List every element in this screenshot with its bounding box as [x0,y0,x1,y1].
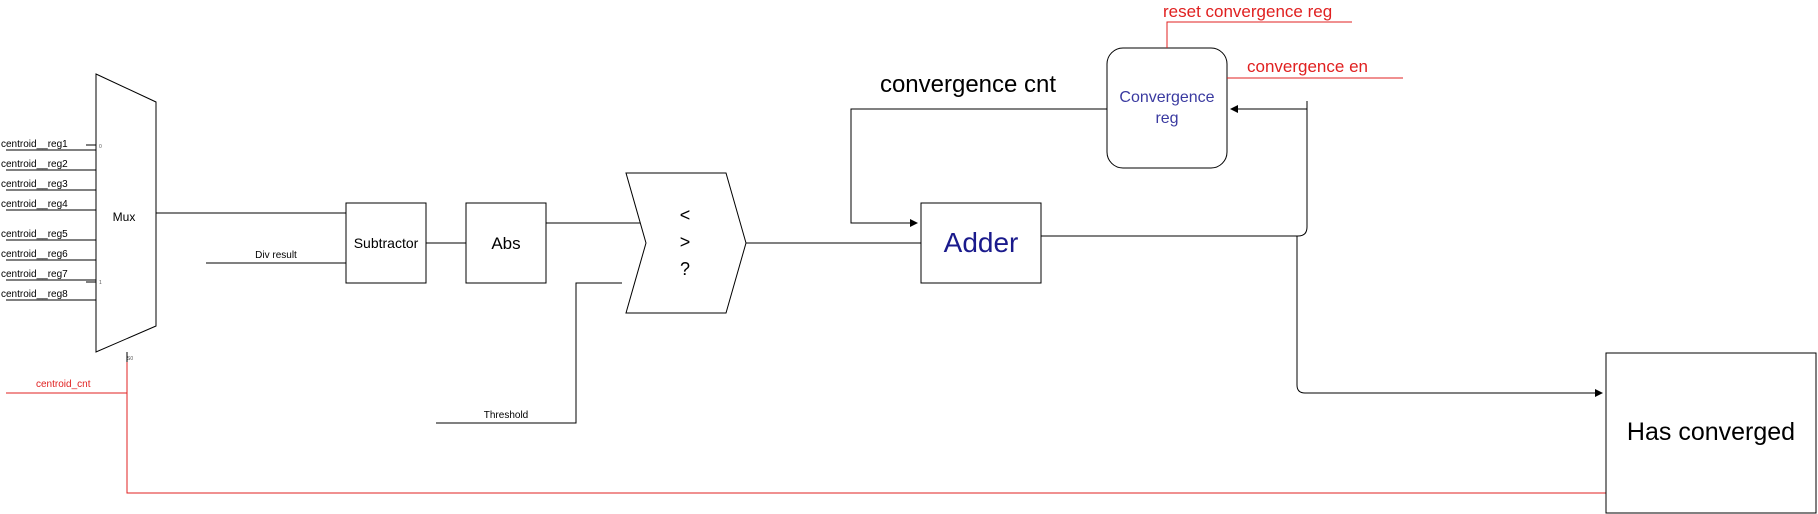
adder-block [920,202,1042,284]
threshold-label: Threshold [484,410,528,421]
comparator-lt: < [680,205,691,225]
abs-block [465,202,547,284]
mux-shape [95,73,157,353]
has-converged-block [1605,352,1817,514]
mux-input-group: centroid__reg1 centroid__reg2 centroid__re… [1,139,96,301]
mux-input-label: centroid__reg8 [1,289,68,300]
has-converged-label: Has converged [1627,418,1795,446]
mux-input-label: centroid__reg4 [1,199,68,210]
reset-convergence-reg-wire [1166,21,1352,48]
adder-to-reg-wire [1041,101,1308,237]
centroid-cnt-wire [6,392,1606,494]
mux-input-label: centroid__reg2 [1,159,68,170]
mux-select-pin: S0 [127,356,133,362]
convergence-reg-block [1106,47,1228,169]
subtractor-label: Subtractor [354,235,419,251]
convergence-reg-label-2: reg [1155,110,1178,127]
div-result-label: Div result [255,250,297,261]
abs-label: Abs [491,234,520,253]
convergence-cnt-wire [850,108,1107,227]
mux-input-label: centroid__reg7 [1,269,68,280]
mux-input-label: centroid__reg6 [1,249,68,260]
mux-pin-last: 1 [99,280,102,286]
threshold-wire [436,282,622,424]
convergence-cnt-label: convergence cnt [880,71,1056,98]
comparator-q: ? [680,259,690,279]
centroid-cnt-label: centroid_cnt [36,379,91,390]
comparator-gt: > [680,232,691,252]
adder-to-has-converged-wire [1296,236,1603,397]
reset-convergence-reg-label: reset convergence reg [1163,2,1332,21]
comparator-block [625,172,747,314]
mux-pin-first: 0 [99,144,102,150]
mux-input-label: centroid__reg5 [1,229,68,240]
convergence-reg-label-1: Convergence [1119,89,1214,106]
convergence-en-label: convergence en [1247,57,1368,76]
mux-label: Mux [113,210,136,224]
mux-input-label: centroid__reg1 [1,139,68,150]
mux-input-label: centroid__reg3 [1,179,68,190]
adder-label: Adder [944,227,1019,258]
